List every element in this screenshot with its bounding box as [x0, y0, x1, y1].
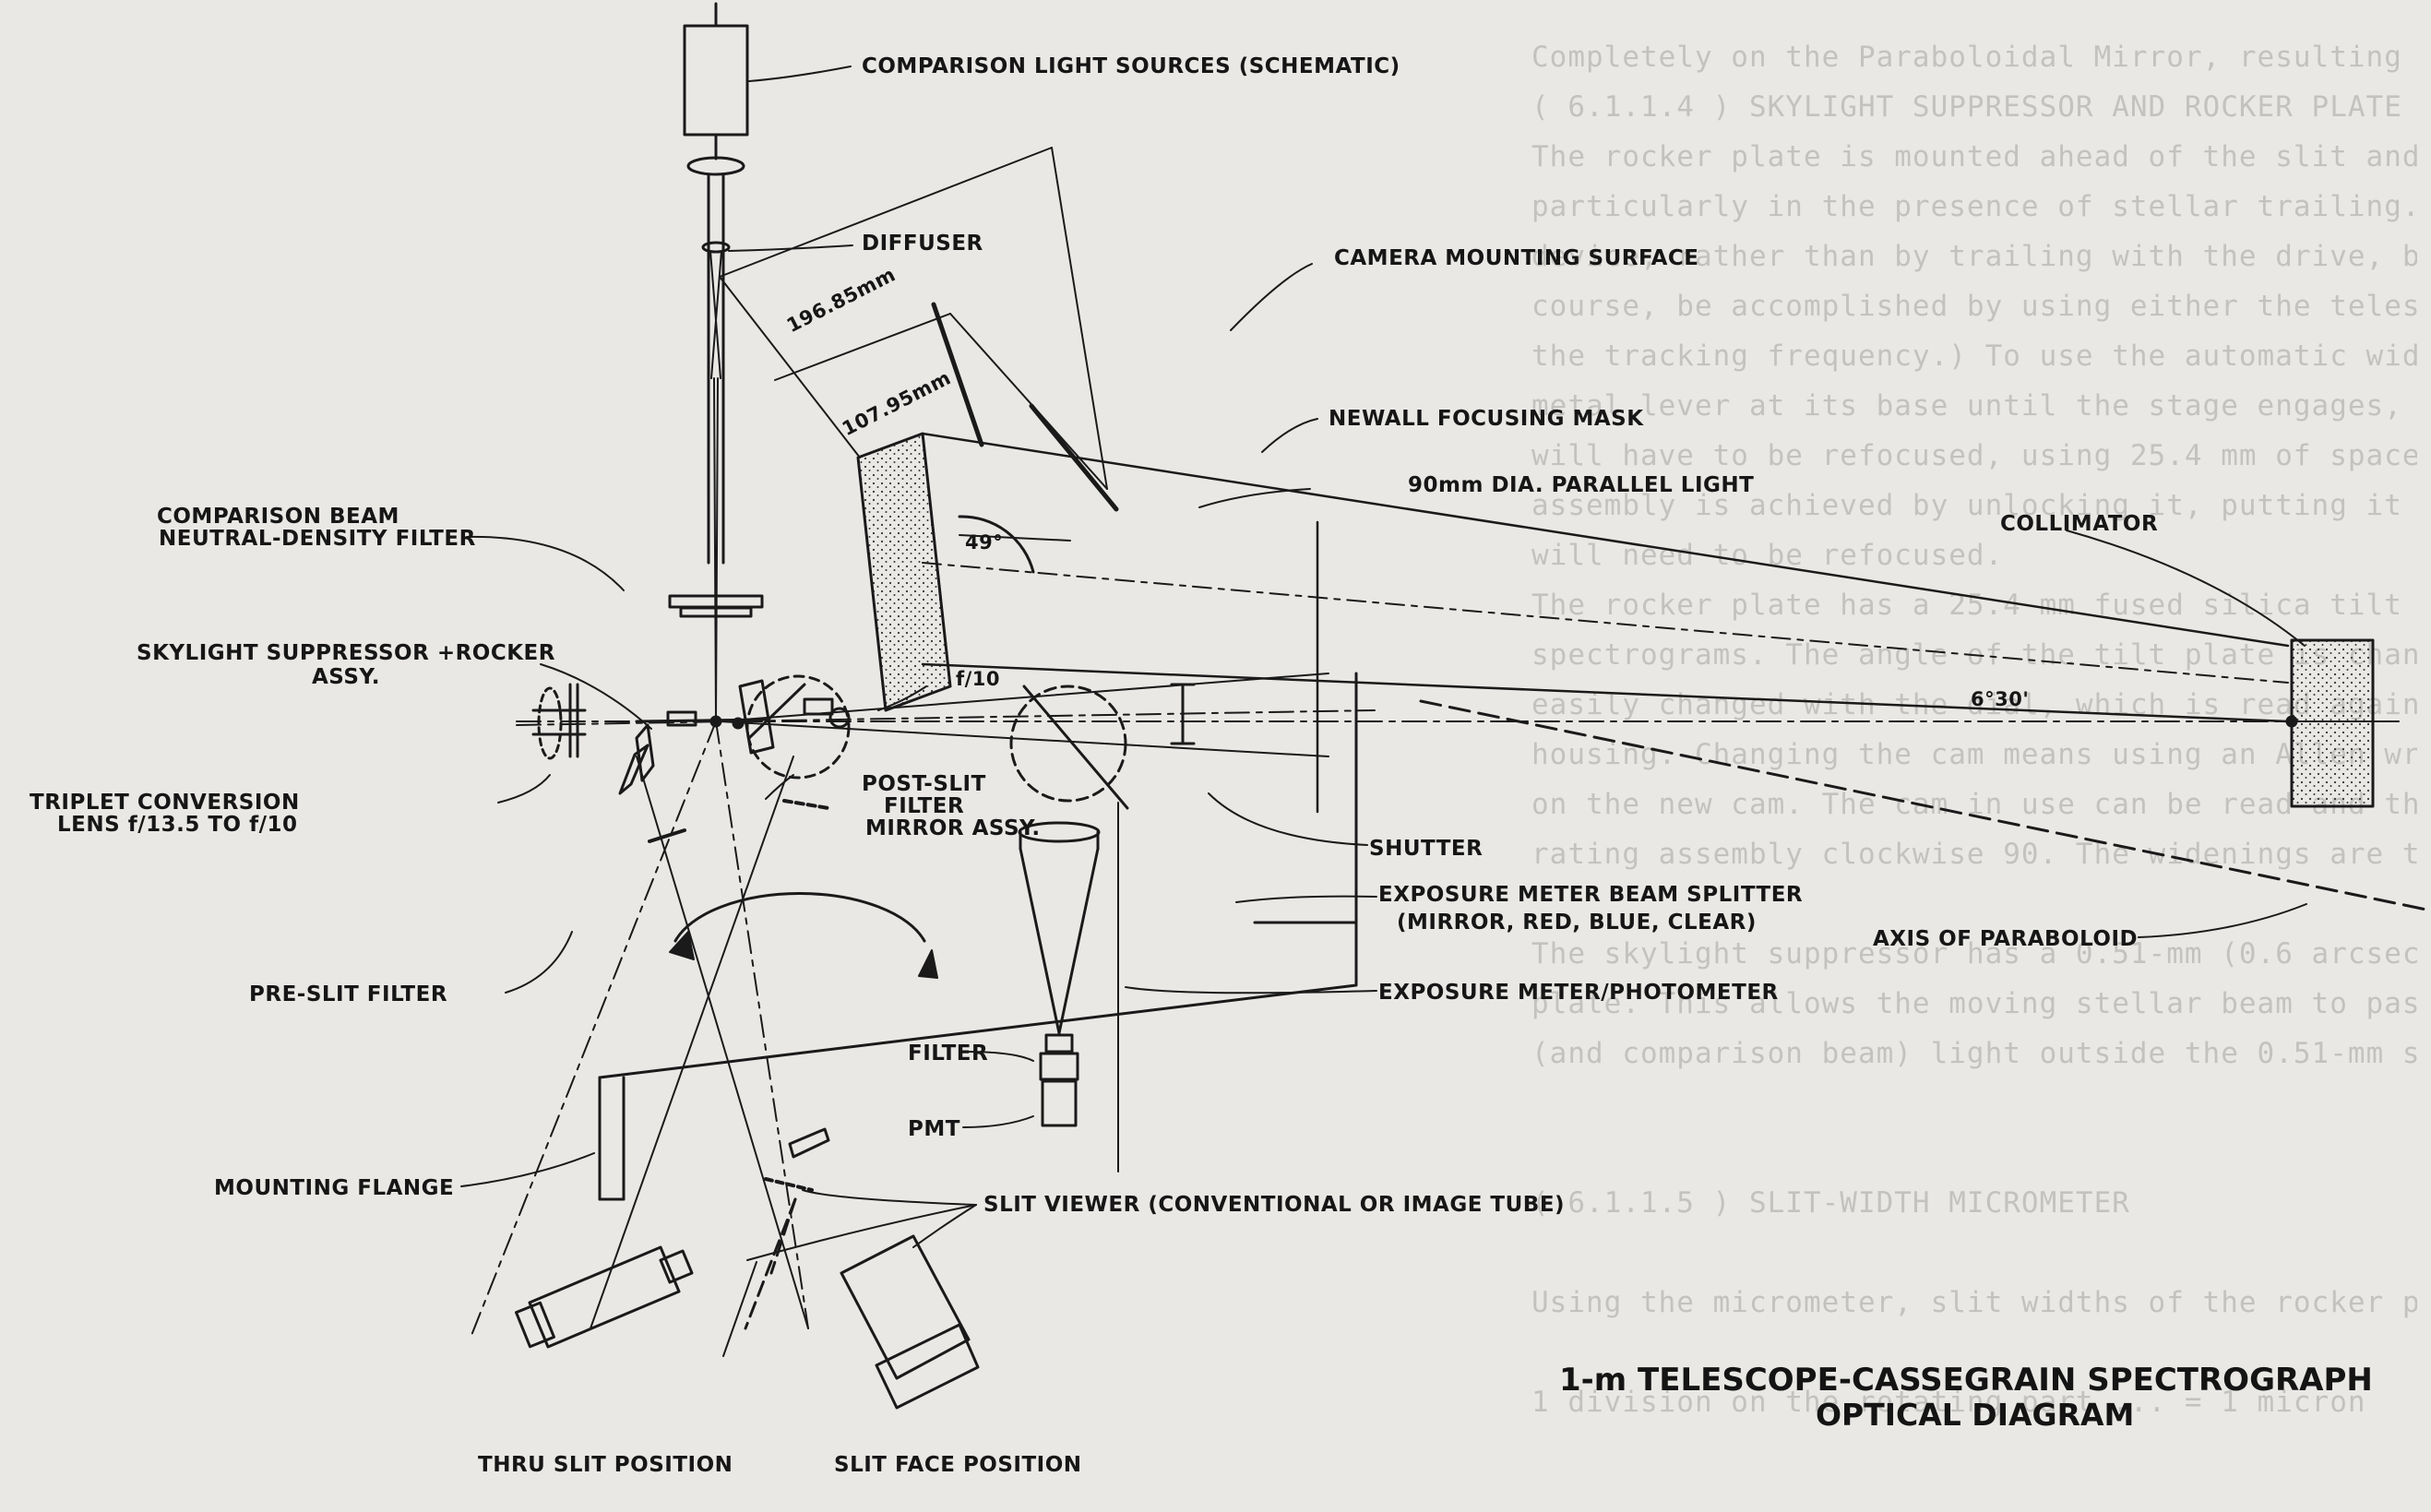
pre-slit-filter-paths	[470, 720, 938, 1339]
label-comparison-beam: COMPARISON BEAM	[157, 505, 399, 529]
label-slit-viewer: SLIT VIEWER (CONVENTIONAL OR IMAGE TUBE)	[983, 1193, 1566, 1217]
label-diffuser: DIFFUSER	[862, 232, 983, 256]
label-skylight-suppressor-assy: ASSY.	[312, 665, 380, 689]
label-skylight-suppressor: SKYLIGHT SUPPRESSOR +ROCKER	[137, 641, 555, 665]
label-post-slit-filter: FILTER	[884, 794, 965, 818]
neutral-density-filter	[668, 594, 764, 618]
label-pmt: PMT	[908, 1117, 960, 1141]
slit-viewer-mirrors	[764, 1127, 830, 1192]
label-comparison-light-sources: COMPARISON LIGHT SOURCES (SCHEMATIC)	[862, 54, 1400, 78]
label-camera-mounting-surface: CAMERA MOUNTING SURFACE	[1334, 246, 1699, 270]
label-neutral-density-filter: NEUTRAL-DENSITY FILTER	[159, 527, 476, 551]
comparison-beam-rays	[709, 250, 722, 720]
label-mounting-flange: MOUNTING FLANGE	[214, 1176, 455, 1200]
exposure-meter	[1009, 685, 1129, 1173]
label-post-slit-mirror: MIRROR ASSY.	[865, 816, 1041, 840]
label-shutter: SHUTTER	[1369, 837, 1484, 861]
label-angle-49: 49°	[965, 531, 1004, 554]
dimension-lines	[719, 147, 1119, 512]
slit-viewer	[515, 1197, 980, 1410]
label-axis-of-paraboloid: AXIS OF PARABOLOID	[1873, 927, 2139, 951]
comparison-lamp	[683, 2, 749, 565]
label-parallel-light: 90mm DIA. PARALLEL LIGHT	[1408, 473, 1755, 497]
leader-lines	[460, 65, 2307, 1261]
diagram-title: 1-m TELESCOPE-CASSEGRAIN SPECTROGRAPH	[1559, 1362, 2373, 1399]
label-pre-slit-filter: PRE-SLIT FILTER	[249, 982, 448, 1006]
shutter	[1170, 683, 1196, 745]
label-triplet-lens: LENS f/13.5 TO f/10	[57, 813, 298, 837]
label-post-slit: POST-SLIT	[862, 772, 986, 796]
label-exposure-meter-beam-splitter-options: (MIRROR, RED, BLUE, CLEAR)	[1397, 911, 1757, 935]
diagram-subtitle: OPTICAL DIAGRAM	[1816, 1397, 2135, 1433]
label-angle-6-30: 6°30'	[1971, 688, 2030, 710]
label-newall-focusing-mask: NEWALL FOCUSING MASK	[1329, 407, 1644, 431]
label-exposure-meter-beam-splitter: EXPOSURE METER BEAM SPLITTER	[1378, 883, 1804, 907]
label-focal-ratio: f/10	[956, 668, 1001, 690]
label-collimator: COLLIMATOR	[2000, 512, 2159, 536]
camera-and-collimator	[856, 432, 2428, 911]
label-triplet-conversion: TRIPLET CONVERSION	[30, 791, 300, 815]
slit-assembly	[635, 679, 775, 782]
label-filter: FILTER	[908, 1042, 989, 1066]
label-thru-slit-position: THRU SLIT POSITION	[478, 1453, 733, 1477]
label-slit-face-position: SLIT FACE POSITION	[834, 1453, 1082, 1477]
post-slit-filter-assembly	[745, 674, 851, 810]
spectrograph-housing	[598, 672, 1358, 1201]
label-exposure-meter-photometer: EXPOSURE METER/PHOTOMETER	[1378, 981, 1779, 1005]
